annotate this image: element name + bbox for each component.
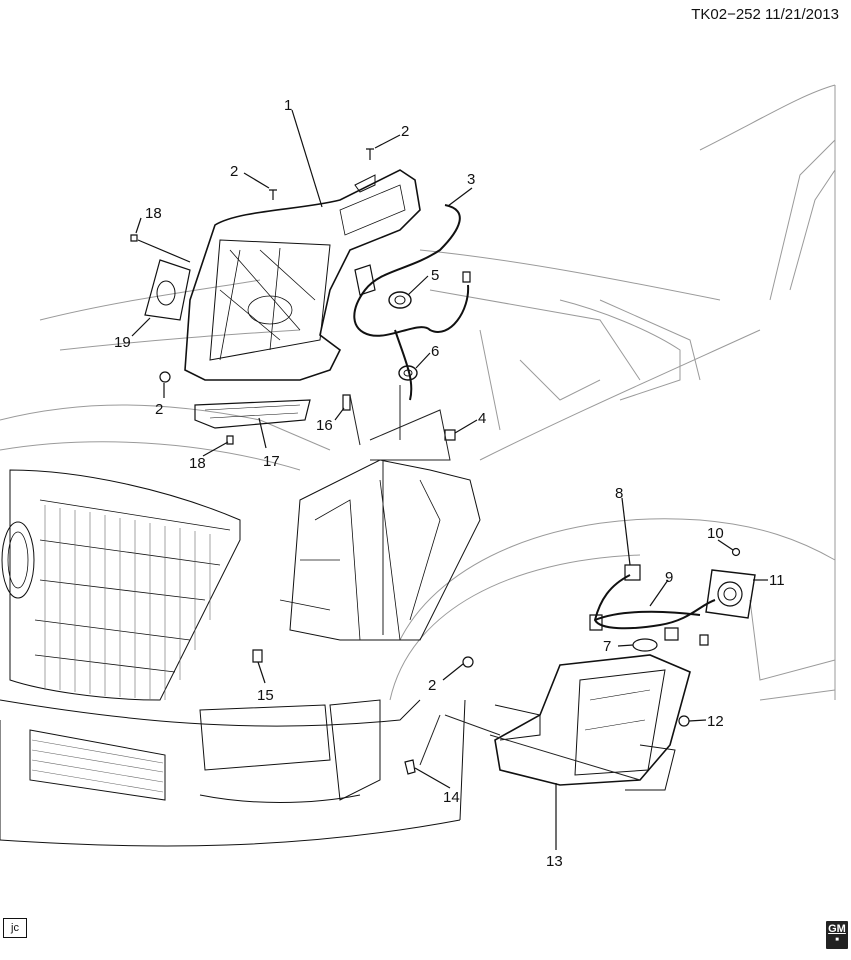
nut-12: [678, 715, 690, 727]
callout-5: 5: [431, 267, 439, 284]
callout-9: 9: [665, 569, 673, 586]
callout-2-upper-left: 2: [230, 163, 238, 180]
gm-logo: GM ■: [826, 921, 848, 949]
bolt-10: [731, 547, 741, 557]
callout-13: 13: [546, 853, 563, 870]
callout-7: 7: [603, 638, 611, 655]
callout-15: 15: [257, 687, 274, 704]
installation-guide-lines: [349, 385, 641, 781]
callout-2-top: 2: [401, 123, 409, 140]
clip-14: [404, 759, 416, 775]
callout-16: 16: [316, 417, 333, 434]
callout-2-left: 2: [155, 401, 163, 418]
callout-4: 4: [478, 410, 486, 427]
callout-14: 14: [443, 789, 460, 806]
callout-10: 10: [707, 525, 724, 542]
nut-2-lower: [462, 656, 474, 668]
headlamp-lower-filler-panel: [194, 399, 311, 429]
callout-12: 12: [707, 713, 724, 730]
bolt-18-lower: [226, 435, 234, 445]
grommet-6: [398, 365, 418, 381]
diagram-reference-header: TK02−252 11/21/2013: [691, 6, 839, 23]
vehicle-body-outline: [0, 84, 836, 847]
headlamp-assembly: [184, 169, 421, 381]
nut-2-left: [159, 371, 171, 383]
clip-15: [252, 649, 263, 663]
fog-lamp-bulb-7: [632, 638, 658, 652]
callout-17: 17: [263, 453, 280, 470]
callout-3: 3: [467, 171, 475, 188]
callout-2-lower: 2: [428, 677, 436, 694]
callout-18-lower: 18: [189, 455, 206, 472]
fog-lamp-wiring-harness: [589, 564, 716, 646]
callout-11: 11: [769, 572, 785, 589]
bolt-2-top: [366, 148, 374, 160]
callout-18-upper: 18: [145, 205, 162, 222]
bolt-18-upper: [130, 234, 138, 242]
gm-logo-mark: ■: [835, 937, 839, 943]
bolt-2-upper-left: [269, 189, 277, 200]
fog-lamp-assembly-13: [494, 654, 691, 791]
callout-8: 8: [615, 485, 623, 502]
gm-logo-text: GM: [828, 923, 846, 935]
fog-lamp-grommet-11: [705, 569, 756, 619]
callout-labels: 1 2 2 2 2 3 4 5 6 7 8 9 10 11 12 13 14 1…: [114, 97, 785, 870]
drafter-initials-box: jc: [3, 918, 27, 938]
grommet-5: [388, 291, 412, 309]
callout-1: 1: [284, 97, 292, 114]
callout-6: 6: [431, 343, 439, 360]
clip-16: [342, 394, 351, 411]
clip-4: [444, 429, 456, 441]
headlamp-wiring-harness: [353, 204, 471, 401]
callout-19: 19: [114, 334, 131, 351]
headlamp-side-bracket: [144, 259, 191, 321]
leader-lines: [131, 109, 768, 850]
